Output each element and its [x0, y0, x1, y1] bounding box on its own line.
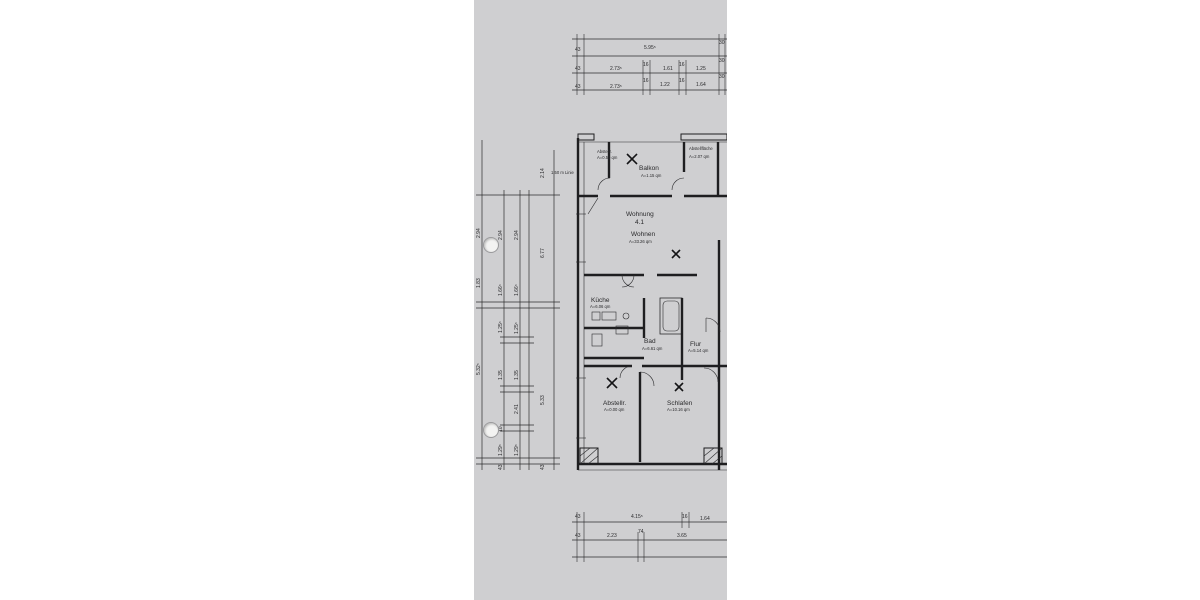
left-dimension-chains: [476, 140, 560, 470]
dim-left-col4-4: 43: [540, 464, 546, 470]
dim-top-row3-b: 16: [643, 78, 649, 84]
hand-marks: [606, 153, 684, 392]
dim-left-col4-1: 5.33: [540, 395, 546, 405]
dim-left-col2-2: 1.35: [498, 370, 504, 380]
room-flur-area: A=5.14 qm: [688, 348, 709, 353]
dim-left-col2-1: 1.29⁵: [498, 444, 504, 456]
dim-top-row2-end: 43: [575, 66, 581, 72]
apartment-number: 4.1: [635, 219, 644, 226]
dim-left-col3-2: 1.25⁵: [514, 322, 520, 334]
dim-bottom-row2-b: 74: [638, 529, 644, 535]
dim-left-col2-6: 10: [498, 426, 504, 432]
floor-plan-sheet: 43 5.95⁵ 30 43 2.73⁵ 16 1.61 16 1.25 30 …: [474, 0, 727, 600]
room-flur-name: Flur: [690, 341, 702, 348]
apartment-name: Wohnung: [626, 211, 654, 218]
bottom-dimension-chains: 43 4.15⁵ 16 1.64 43 2.23 74 3.65: [572, 512, 727, 562]
dim-left-col2-3: 1.25⁵: [498, 321, 504, 333]
dim-bottom-row2-end: 43: [575, 533, 581, 539]
dim-left-col3-1: 1.29⁵: [514, 444, 520, 456]
room-abstellflaeche-area: A=2.07 qm: [689, 154, 710, 159]
room-balkon-area: A=1.15 qm: [641, 173, 662, 178]
dim-left-col3-5: 1.66⁵: [514, 284, 520, 296]
dim-left-outer-3: 2.94: [476, 228, 482, 238]
dim-left-col2-7: 43: [498, 464, 504, 470]
dim-top-row2-b: 16: [643, 62, 649, 68]
dim-top-row3-c: 1.22: [660, 82, 670, 88]
room-abstell-top-name: Abstellr.: [597, 149, 612, 154]
dim-top-row3-a: 2.73⁵: [610, 84, 622, 90]
dim-left-col3-6: 2.94: [514, 230, 520, 240]
room-balkon-name: Balkon: [639, 165, 659, 172]
floor-plan-drawing: 43 5.95⁵ 30 43 2.73⁵ 16 1.61 16 1.25 30 …: [476, 34, 727, 562]
dim-bottom-row2-a: 2.23: [607, 533, 617, 539]
punch-hole-bottom: [483, 422, 499, 438]
left-dimension-labels: 5.32⁵ 1.83 2.94 1.29⁵ 1.35 1.25⁵ 1.66⁵ 2…: [476, 168, 574, 470]
dim-left-misc: 1.50 m Linie: [551, 170, 574, 175]
dim-left-col4-2: 6.77: [540, 248, 546, 258]
dim-left-outer-2: 1.83: [476, 278, 482, 288]
dim-top-row1-right: 30: [719, 40, 725, 46]
dim-top-row3-right: 30: [719, 74, 725, 80]
room-schlafen-name: Schlafen: [667, 400, 693, 407]
room-kueche-name: Küche: [591, 297, 610, 304]
dim-left-col2-4: 1.66⁵: [498, 284, 504, 296]
dim-bottom-row1-c: 1.64: [700, 516, 710, 522]
dim-top-row2-e: 1.25: [696, 66, 706, 72]
walls: [576, 133, 727, 471]
dim-left-col4-3: 2.14: [540, 168, 546, 178]
dim-bottom-row1-a: 4.15⁵: [631, 514, 643, 520]
room-abstellr-area: A=0.00 qm: [604, 407, 625, 412]
dim-top-row2-right: 30: [719, 58, 725, 64]
room-abstellflaeche-name: Abstellfläche: [689, 146, 713, 151]
dim-left-col3-4: 1.35: [514, 370, 520, 380]
dim-left-col2-5: 2.94: [498, 230, 504, 240]
room-abstell-top-area: A=0.50 qm: [597, 155, 618, 160]
room-labels: Abstellr. A=0.50 qm Balkon A=1.15 qm Abs…: [590, 146, 713, 412]
dim-bottom-row1-end: 43: [575, 514, 581, 520]
dim-top-row2-c: 1.61: [663, 66, 673, 72]
dim-top-row1-end: 43: [575, 47, 581, 53]
dim-top-row2-d: 16: [679, 62, 685, 68]
dim-top-row1-main: 5.95⁵: [644, 45, 656, 51]
dim-top-row2-a: 2.73⁵: [610, 66, 622, 72]
punch-hole-top: [483, 237, 499, 253]
room-kueche-area: A=6.06 qm: [590, 304, 611, 309]
room-abstellr-name: Abstellr.: [603, 400, 626, 407]
room-wohnen-name: Wohnen: [631, 231, 655, 238]
dim-top-row3-end: 43: [575, 84, 581, 90]
room-bad-area: A=6.61 qm: [642, 346, 663, 351]
dim-bottom-row1-b: 16: [682, 514, 688, 520]
dim-left-col3-3: 2.41: [514, 404, 520, 414]
room-bad-name: Bad: [644, 338, 656, 345]
dim-top-row3-e: 1.64: [696, 82, 706, 88]
room-schlafen-area: A=10.16 qm: [667, 407, 690, 412]
dim-top-row3-d: 16: [679, 78, 685, 84]
dim-bottom-row2-c: 3.65: [677, 533, 687, 539]
room-wohnen-area: A=33.26 qm: [629, 239, 652, 244]
top-dimension-chains: 43 5.95⁵ 30 43 2.73⁵ 16 1.61 16 1.25 30 …: [572, 34, 727, 95]
dim-left-outer-1: 5.32⁵: [476, 363, 482, 375]
